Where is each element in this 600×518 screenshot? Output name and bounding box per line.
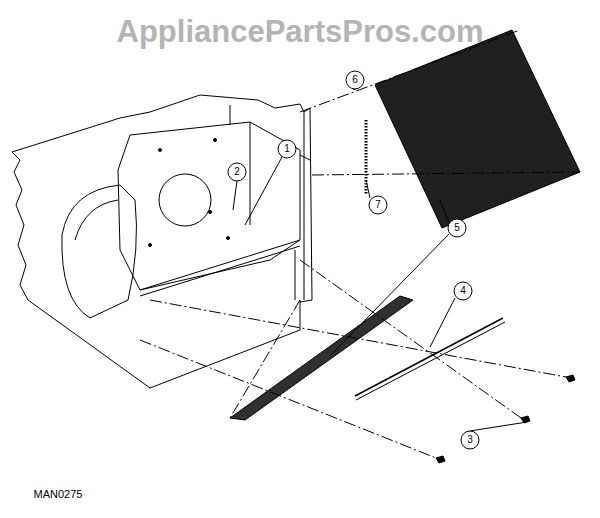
retainer-strip (355, 318, 505, 400)
top-filter (375, 30, 580, 228)
callout-number: 2 (234, 167, 240, 177)
callout-number: 7 (375, 200, 381, 210)
housing (12, 95, 312, 388)
callout-circles (228, 71, 479, 449)
drawing-code: MAN0275 (34, 489, 83, 500)
callout-number: 5 (454, 223, 460, 233)
bottom-filter (230, 296, 413, 420)
callout-number: 4 (460, 286, 466, 296)
callout-number: 3 (467, 435, 473, 445)
watermark: AppliancePartsPros.com (117, 16, 484, 47)
callout-number: 6 (352, 75, 358, 85)
projection-lines (140, 30, 580, 458)
leader-lines (233, 86, 527, 431)
screws (350, 83, 575, 463)
callout-number: 1 (284, 144, 290, 154)
